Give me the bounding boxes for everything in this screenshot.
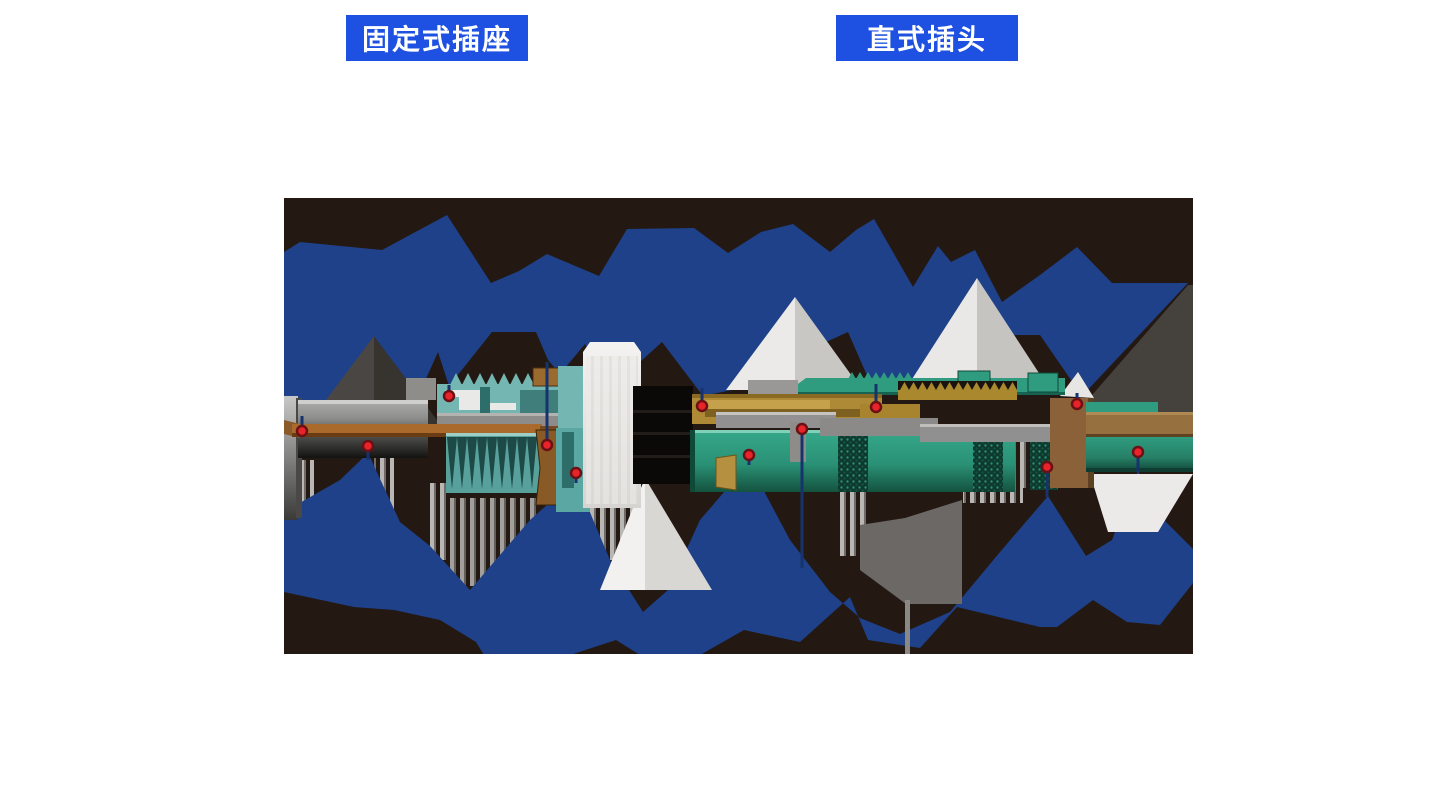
thread-crest-teeth xyxy=(462,373,474,385)
thread-crest-teeth xyxy=(522,373,534,385)
thread-crest-teeth xyxy=(486,373,498,385)
brass-teeth xyxy=(909,382,918,390)
callout-band-top xyxy=(284,215,1188,438)
callout-band-bottom xyxy=(284,453,1193,654)
callout-marker-dot xyxy=(361,439,375,453)
brass-teeth xyxy=(999,382,1008,390)
brass-teeth xyxy=(954,382,963,390)
thread-crest-teeth xyxy=(510,373,522,385)
gray-slab xyxy=(748,380,798,394)
thread-crest-teeth xyxy=(450,373,462,385)
callout-marker-dot xyxy=(795,422,809,436)
brass-teeth xyxy=(936,382,945,390)
shell-top-teeth xyxy=(848,372,912,379)
plug-shell-teeth xyxy=(848,372,856,379)
upper-step-block xyxy=(406,378,436,400)
contact-tab xyxy=(715,454,737,491)
gray-tail-line xyxy=(905,600,910,654)
thread-groove xyxy=(487,437,497,489)
thread-groove xyxy=(507,437,517,489)
thread-groove xyxy=(477,437,487,489)
plug-label-text: 直式插头 xyxy=(866,24,987,55)
thread-groove xyxy=(447,437,457,489)
brass-teeth xyxy=(972,382,981,390)
brass-teeth xyxy=(900,382,909,390)
callout-marker-dot xyxy=(1040,460,1054,474)
contact-pin-strip xyxy=(292,424,542,434)
callout-marker-dot xyxy=(442,389,456,403)
brass-thread-teeth xyxy=(900,382,1017,390)
thread-groove xyxy=(527,437,537,489)
thread-groove xyxy=(467,437,477,489)
brass-teeth xyxy=(990,382,999,390)
knurled-ring-1 xyxy=(838,430,868,492)
socket-label-text: 固定式插座 xyxy=(361,24,512,55)
plug-shell-teeth xyxy=(904,372,912,379)
thread-groove xyxy=(497,437,507,489)
thread-groove xyxy=(517,437,527,489)
callout-marker-dot xyxy=(1070,397,1084,411)
diagram-svg xyxy=(284,198,1193,654)
plug-shell-teeth xyxy=(856,372,864,379)
callout-marker-dot xyxy=(295,424,309,438)
brass-teeth xyxy=(927,382,936,390)
brass-teeth xyxy=(963,382,972,390)
callout-markers xyxy=(295,362,1145,568)
cable xyxy=(1086,412,1193,437)
callout-marker-dot xyxy=(569,466,583,480)
end-plate xyxy=(284,396,298,520)
connector-cutaway-diagram xyxy=(284,198,1193,654)
socket-label: 固定式插座 xyxy=(346,15,528,61)
plug-label: 直式插头 xyxy=(836,15,1018,61)
plug-shell-teeth xyxy=(896,372,904,379)
plug-shell-teeth xyxy=(872,372,880,379)
plug-shell-teeth xyxy=(880,372,888,379)
callout-marker-dot xyxy=(540,438,554,452)
dark-wedge-top-right xyxy=(1086,285,1193,436)
plug-shell-teeth xyxy=(888,372,896,379)
brass-teeth xyxy=(1008,382,1017,390)
callout-marker-dot xyxy=(1131,445,1145,459)
thread-crest-teeth xyxy=(474,373,486,385)
retainer-ring-upper xyxy=(558,366,586,428)
callout-marker-dot xyxy=(869,400,883,414)
brass-teeth xyxy=(945,382,954,390)
thread-grooves xyxy=(447,437,537,489)
brass-teeth xyxy=(981,382,990,390)
brass-teeth xyxy=(918,382,927,390)
thread-crest-teeth xyxy=(498,373,510,385)
thread-groove xyxy=(457,437,467,489)
plug-shell-teeth xyxy=(864,372,872,379)
callout-marker-dot xyxy=(742,448,756,462)
callout-marker-dot xyxy=(695,399,709,413)
